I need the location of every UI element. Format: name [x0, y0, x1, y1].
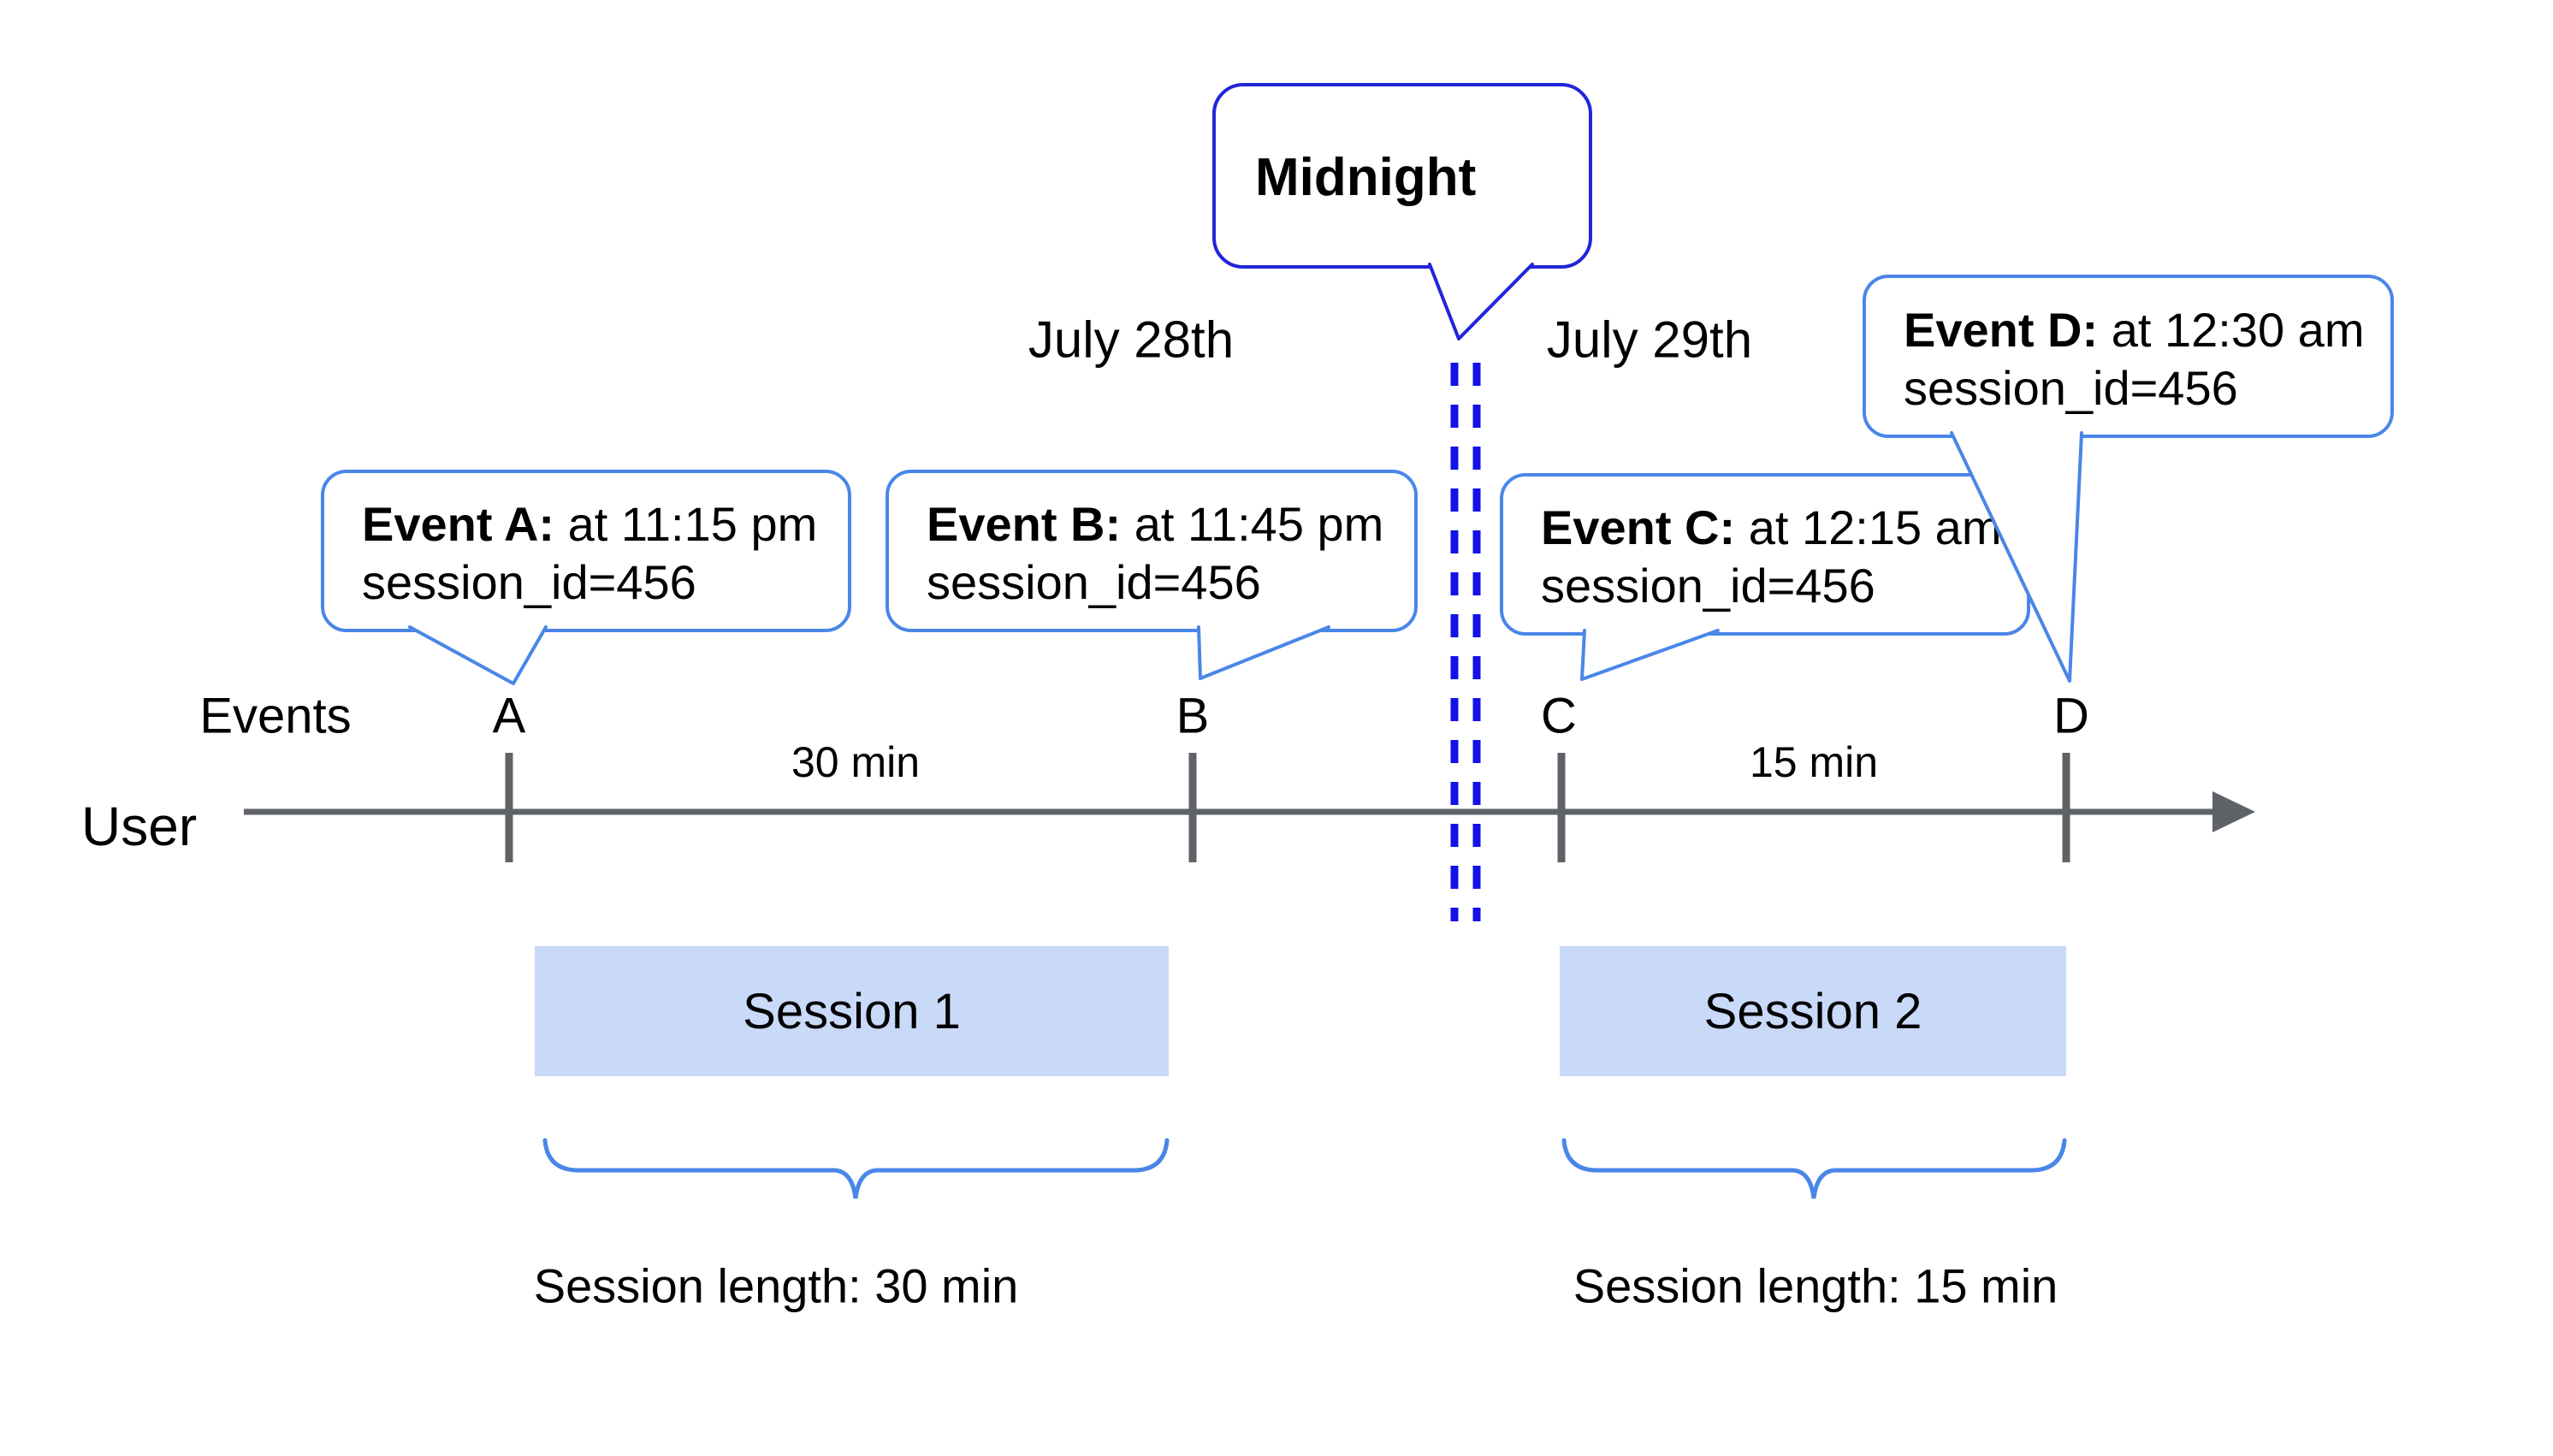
callout-event-b: Event B: at 11:45 pm session_id=456 — [886, 470, 1418, 632]
callout-event-a-time: at 11:15 pm — [567, 497, 818, 551]
callout-b-tail-outline — [1197, 625, 1330, 680]
callout-event-b-title: Event B: — [927, 497, 1122, 551]
marker-d-label: D — [2053, 688, 2089, 744]
callout-event-d-time: at 12:30 am — [2111, 302, 2365, 357]
callout-event-a-title: Event A: — [362, 497, 555, 551]
midnight-callout: Midnight — [1212, 83, 1592, 269]
callout-c-tail — [1582, 630, 1718, 679]
callout-event-a-line1: Event A: at 11:15 pm — [362, 495, 848, 553]
callout-b-tail — [1199, 627, 1329, 678]
callout-event-c-line1: Event C: at 12:15 am — [1541, 499, 2027, 557]
session-2-length-label: Session length: 15 min — [1573, 1258, 2058, 1313]
callout-event-b-time: at 11:45 pm — [1134, 497, 1384, 551]
callout-event-b-line1: Event B: at 11:45 pm — [927, 495, 1414, 553]
session-2-brace — [1561, 1138, 2067, 1199]
session-1-brace — [542, 1138, 1170, 1199]
callout-event-d-line1: Event D: at 12:30 am — [1904, 301, 2390, 359]
callout-event-c-session: session_id=456 — [1541, 559, 1875, 613]
callout-event-d: Event D: at 12:30 am session_id=456 — [1863, 275, 2394, 438]
callout-event-a: Event A: at 11:15 pm session_id=456 — [321, 470, 851, 632]
session-1-length-label: Session length: 30 min — [533, 1258, 1019, 1313]
marker-b-label: B — [1176, 688, 1210, 744]
session-2-bar: Session 2 — [1560, 946, 2066, 1076]
marker-c-label: C — [1541, 688, 1577, 744]
callout-event-d-title: Event D: — [1904, 302, 2099, 357]
callout-event-c-title: Event C: — [1541, 500, 1736, 554]
callout-a-tail-outline — [408, 625, 548, 685]
gap-30min-label: 30 min — [791, 738, 921, 786]
session-1-label: Session 1 — [743, 983, 961, 1039]
callout-event-b-session: session_id=456 — [927, 555, 1261, 609]
user-axis-label: User — [81, 796, 198, 857]
midnight-callout-label: Midnight — [1255, 148, 1477, 207]
callout-event-c: Event C: at 12:15 am session_id=456 — [1500, 473, 2030, 636]
timeline-arrowhead-icon — [2212, 791, 2255, 832]
marker-a-label: A — [492, 688, 526, 744]
midnight-callout-tail-outline — [1428, 263, 1534, 340]
callout-event-d-session: session_id=456 — [1904, 360, 2238, 415]
date-july-29-label: July 29th — [1546, 311, 1753, 369]
callout-a-tail — [410, 627, 546, 684]
gap-15min-label: 15 min — [1749, 738, 1879, 786]
callout-event-a-session: session_id=456 — [362, 555, 696, 609]
midnight-callout-tail — [1430, 264, 1532, 339]
callout-c-tail-outline — [1580, 629, 1720, 681]
session-2-label: Session 2 — [1703, 983, 1922, 1039]
date-july-28-label: July 28th — [1028, 311, 1235, 369]
session-1-bar: Session 1 — [535, 946, 1169, 1076]
callout-event-c-time: at 12:15 am — [1748, 500, 2002, 554]
events-row-label: Events — [199, 688, 352, 744]
